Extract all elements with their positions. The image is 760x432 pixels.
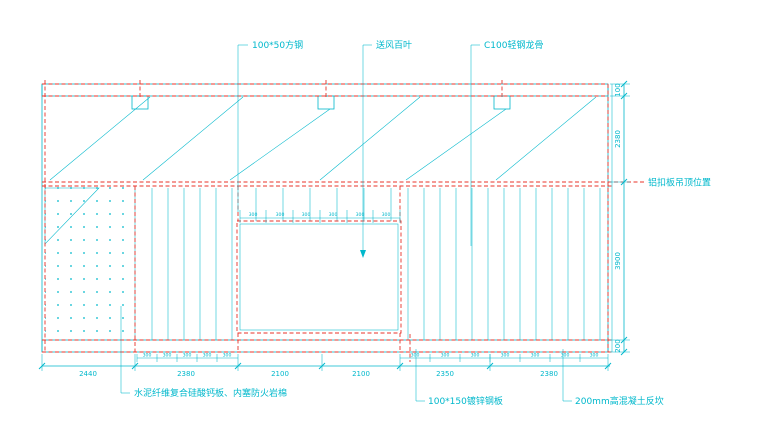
dim-right-2: 3900 (614, 252, 622, 270)
dim-bottom-0: 2440 (79, 370, 97, 378)
label-galvanized-plate: 100*150镀锌钢板 (428, 395, 503, 407)
dim-row-bottom-left: 300 300 300 300 300 (136, 353, 239, 362)
small-dim: 300 (356, 212, 365, 218)
dim-string-bottom: 2440 2380 2100 2100 2350 2380 (38, 354, 612, 378)
small-dim: 300 (590, 353, 599, 359)
corner-hatch-triangle (44, 187, 100, 245)
small-dim: 300 (302, 212, 311, 218)
small-dim: 300 (501, 353, 510, 359)
label-concrete-curb: 200mm高混凝土反坎 (575, 395, 664, 407)
louver-dashed-outline (236, 220, 402, 334)
dim-bottom-4: 2350 (436, 370, 454, 378)
small-dim: 300 (249, 212, 258, 218)
dim-row-louver: 300 300 300 300 300 300 (239, 210, 401, 223)
board-panel (44, 186, 135, 340)
dim-bottom-5: 2380 (540, 370, 558, 378)
dim-bottom-1: 2380 (177, 370, 195, 378)
top-slab-band (41, 83, 609, 110)
label-square-steel: 100*50方钢 (252, 39, 303, 51)
ceiling-hangers (49, 96, 597, 181)
small-dim: 300 (183, 353, 192, 359)
small-dim: 300 (329, 212, 338, 218)
label-ceiling-position: 铝扣板吊顶位置 (648, 177, 711, 189)
small-dim: 300 (143, 353, 152, 359)
floor-band (41, 339, 609, 353)
annotations: 100*50方钢 送风百叶 C100轻钢龙骨 铝扣板吊顶位置 水泥纤维复合硅酸钙… (134, 39, 711, 407)
label-board-rockwool: 水泥纤维复合硅酸钙板、内塞防火岩棉 (134, 387, 287, 399)
small-dim: 300 (163, 353, 172, 359)
beam-drop-3 (493, 95, 511, 110)
stud-field (137, 188, 608, 340)
dim-string-right: 100 2380 3900 200 (610, 80, 630, 356)
label-steel-keel: C100轻钢龙骨 (484, 39, 543, 51)
dim-right-3: 200 (614, 339, 622, 352)
red-dashed-lines (42, 80, 644, 362)
small-dim: 300 (203, 353, 212, 359)
small-dim: 300 (561, 353, 570, 359)
dim-right-1: 2380 (614, 130, 622, 148)
leader-lines (120, 44, 572, 402)
dim-bottom-3: 2100 (352, 370, 370, 378)
dim-bottom-2: 2100 (271, 370, 289, 378)
dim-right-0: 100 (614, 83, 622, 96)
dim-row-bottom-right: 300 300 300 300 300 300 300 (399, 353, 609, 362)
small-dim: 300 (276, 212, 285, 218)
small-dim: 300 (411, 353, 420, 359)
leader-arrow (360, 250, 366, 258)
label-air-louver: 送风百叶 (376, 39, 412, 51)
small-dim: 300 (531, 353, 540, 359)
small-dim: 300 (382, 212, 391, 218)
small-dim: 300 (441, 353, 450, 359)
louver-panel (236, 220, 402, 334)
beam-drop-2 (317, 95, 335, 110)
beam-drop-1 (131, 95, 149, 110)
small-dim: 300 (471, 353, 480, 359)
small-dim: 300 (223, 353, 232, 359)
